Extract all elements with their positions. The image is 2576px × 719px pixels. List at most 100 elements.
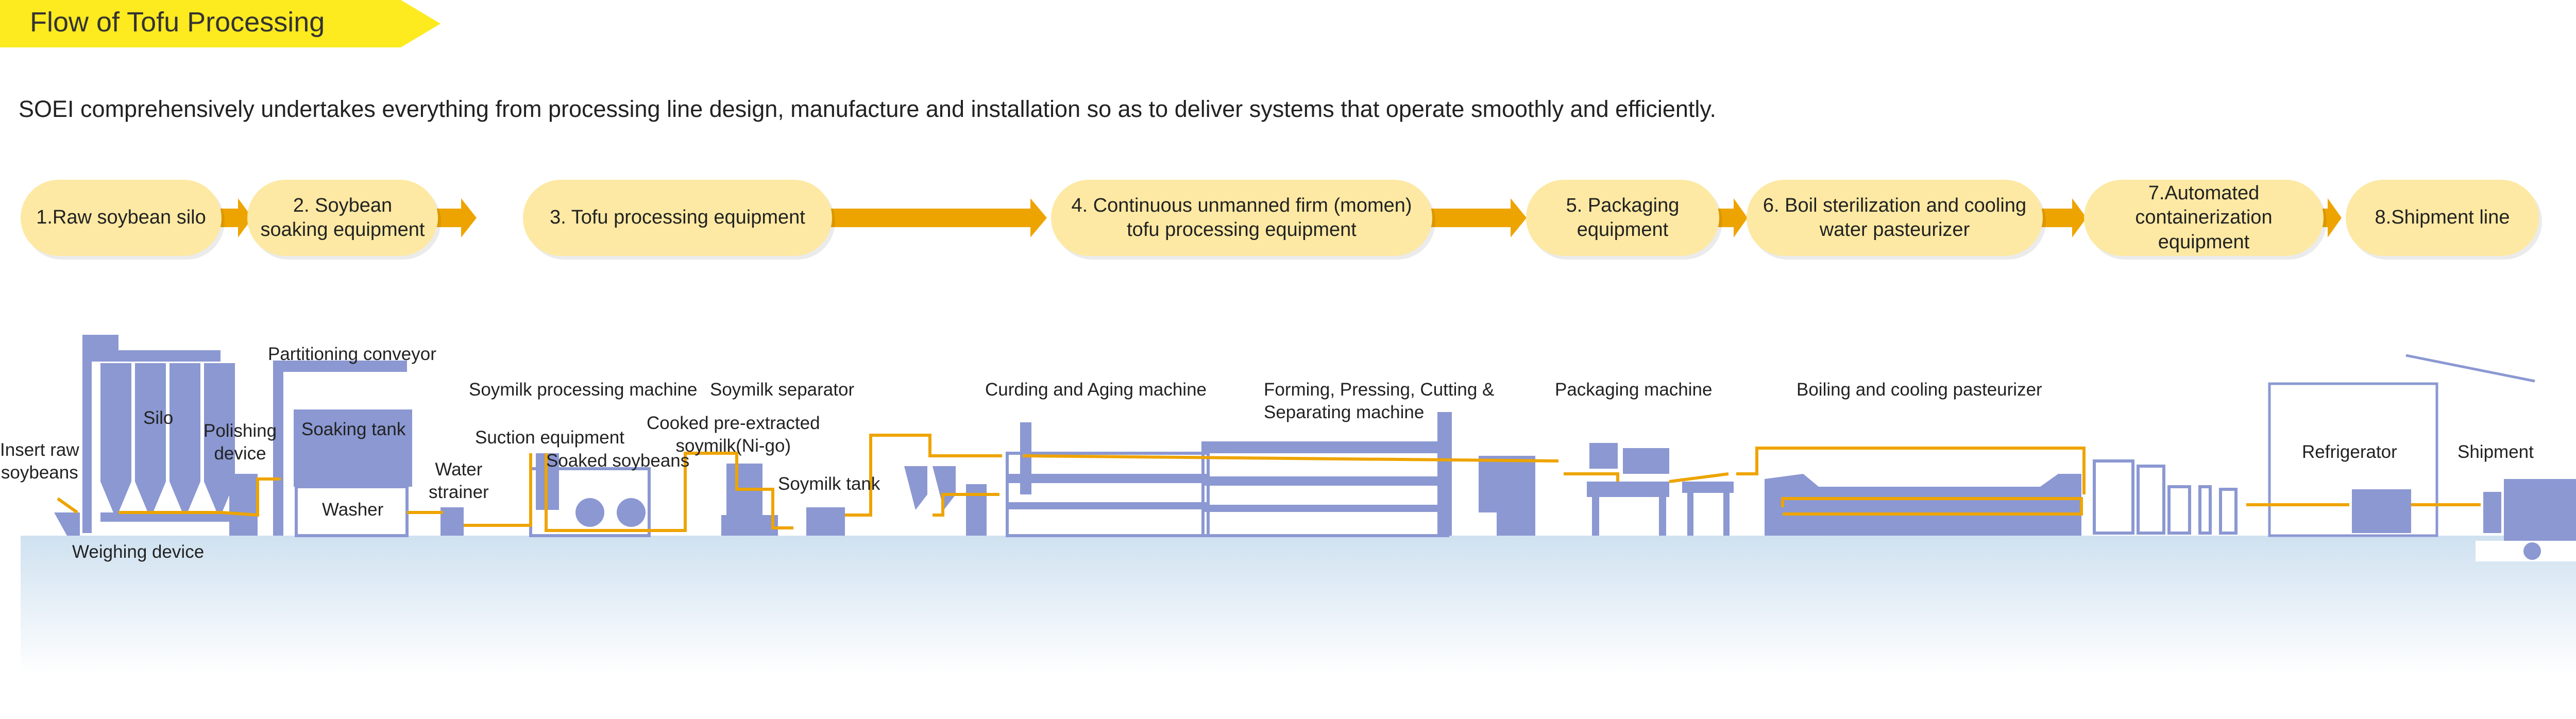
arrow-5 xyxy=(1716,198,1748,237)
separator-base xyxy=(721,515,778,536)
forming-belt xyxy=(1203,476,1448,486)
step-tofu-processing: 3. Tofu processing equipment xyxy=(523,180,832,256)
label-soymilk-tank: Soymilk tank xyxy=(778,474,880,494)
crate-stack xyxy=(2093,459,2238,535)
step-shipment-line: 8.Shipment line xyxy=(2346,180,2539,256)
intro-text: SOEI comprehensively undertakes everythi… xyxy=(19,96,1717,122)
flow-line xyxy=(1669,472,1729,483)
label-curding-aging-machine: Curding and Aging machine xyxy=(985,380,1207,400)
step-containerization: 7.Automated containerization equipment xyxy=(2084,180,2324,256)
title-banner xyxy=(0,0,440,47)
small-silo xyxy=(904,466,927,510)
flow-line xyxy=(1781,497,2083,516)
forming-column xyxy=(1437,412,1452,536)
label-refrigerator: Refrigerator xyxy=(2302,442,2397,462)
weighing-base xyxy=(100,512,234,522)
step-continuous-tofu: 4. Continuous unmanned firm (momen) tofu… xyxy=(1051,180,1432,256)
step-soybean-soaking: 2. Soybean soaking equipment xyxy=(247,180,438,256)
forming-belt xyxy=(1203,505,1448,512)
forming-box xyxy=(1497,484,1535,536)
pasteurizer xyxy=(1765,474,2081,536)
arrow-7 xyxy=(2316,198,2342,237)
label-soaking-tank: Soaking tank xyxy=(301,419,406,439)
silo-conveyor-top xyxy=(92,350,221,362)
label-suction-equipment: Suction equipment xyxy=(475,427,624,448)
silo-tanks xyxy=(100,363,235,512)
packaging-leg xyxy=(1659,497,1666,536)
flow-line xyxy=(845,434,1002,517)
step-raw-soybean-silo: 1.Raw soybean silo xyxy=(21,180,222,256)
step-packaging: 5. Packaging equipment xyxy=(1526,180,1719,256)
curding-column xyxy=(1020,422,1031,494)
shipment-crates xyxy=(2483,492,2501,533)
crate xyxy=(2198,485,2212,535)
label-soaked-soybeans: Soaked soybeans xyxy=(546,451,690,471)
silo-tank-cone xyxy=(100,482,131,512)
refrigerator-crates xyxy=(2352,489,2411,533)
curding-frame xyxy=(1006,452,1210,537)
refrigerator xyxy=(2268,382,2438,537)
floor xyxy=(21,536,2576,675)
label-soymilk-processing-machine: Soymilk processing machine xyxy=(469,380,698,400)
silo-tank xyxy=(135,363,166,482)
truck-wheel xyxy=(2523,542,2541,560)
silo-pipe xyxy=(82,335,92,533)
arrow-4 xyxy=(1425,198,1527,237)
soaking-conveyor-top xyxy=(273,361,407,372)
flow-line xyxy=(545,453,665,532)
label-partitioning-conveyor: Partitioning conveyor xyxy=(268,344,436,364)
soymilk-pump xyxy=(617,498,646,527)
soymilk-tank xyxy=(806,507,845,536)
small-silo xyxy=(933,466,956,510)
label-weighing-device: Weighing device xyxy=(72,542,205,562)
label-packaging-machine: Packaging machine xyxy=(1555,380,1713,400)
arrow-6 xyxy=(2035,198,2087,237)
shipment-roof xyxy=(2405,354,2535,383)
water-strainer xyxy=(440,507,464,536)
step-boil-sterilization: 6. Boil sterilization and cooling water … xyxy=(1747,180,2043,256)
flow-line xyxy=(933,493,999,517)
packaging-box xyxy=(1623,448,1669,474)
packaging-leg xyxy=(1592,497,1599,536)
partitioning-conveyor xyxy=(273,361,283,536)
page-title: Flow of Tofu Processing xyxy=(30,7,325,38)
flow-line xyxy=(1564,472,1619,482)
crate xyxy=(2167,485,2191,535)
silo-tank xyxy=(204,363,235,482)
crate xyxy=(2137,465,2165,535)
flow-line xyxy=(118,477,281,517)
packaging-leg xyxy=(1687,493,1693,536)
soaking-tank xyxy=(294,409,412,487)
silo-tank xyxy=(170,363,200,482)
label-boiling-cooling-pasteurizer: Boiling and cooling pasteurizer xyxy=(1797,380,2042,400)
step-arrows xyxy=(214,198,2342,237)
arrow-1 xyxy=(214,198,252,237)
packaging-table xyxy=(1682,482,1734,493)
small-machine xyxy=(966,484,987,536)
crate xyxy=(2219,488,2238,535)
silo-tank xyxy=(100,363,131,482)
packaging-machine xyxy=(1587,482,1669,497)
title-banner-shape xyxy=(0,0,440,47)
label-shipment: Shipment xyxy=(2458,442,2534,462)
label-soymilk-separator: Soymilk separator xyxy=(710,380,855,400)
flow-line xyxy=(464,453,532,527)
arrow-3 xyxy=(822,198,1047,237)
silo-tank-cone xyxy=(170,482,200,512)
forming-top xyxy=(1203,443,1448,453)
flow-line xyxy=(57,497,78,514)
packaging-leg xyxy=(1723,493,1730,536)
crate xyxy=(2093,459,2134,535)
truck-cargo xyxy=(2504,479,2576,541)
packaging-head xyxy=(1589,443,1618,469)
suction-pump xyxy=(575,498,604,527)
insert-hopper xyxy=(54,512,80,536)
label-washer: Washer xyxy=(322,500,384,520)
silo-tank-cone xyxy=(135,482,166,512)
